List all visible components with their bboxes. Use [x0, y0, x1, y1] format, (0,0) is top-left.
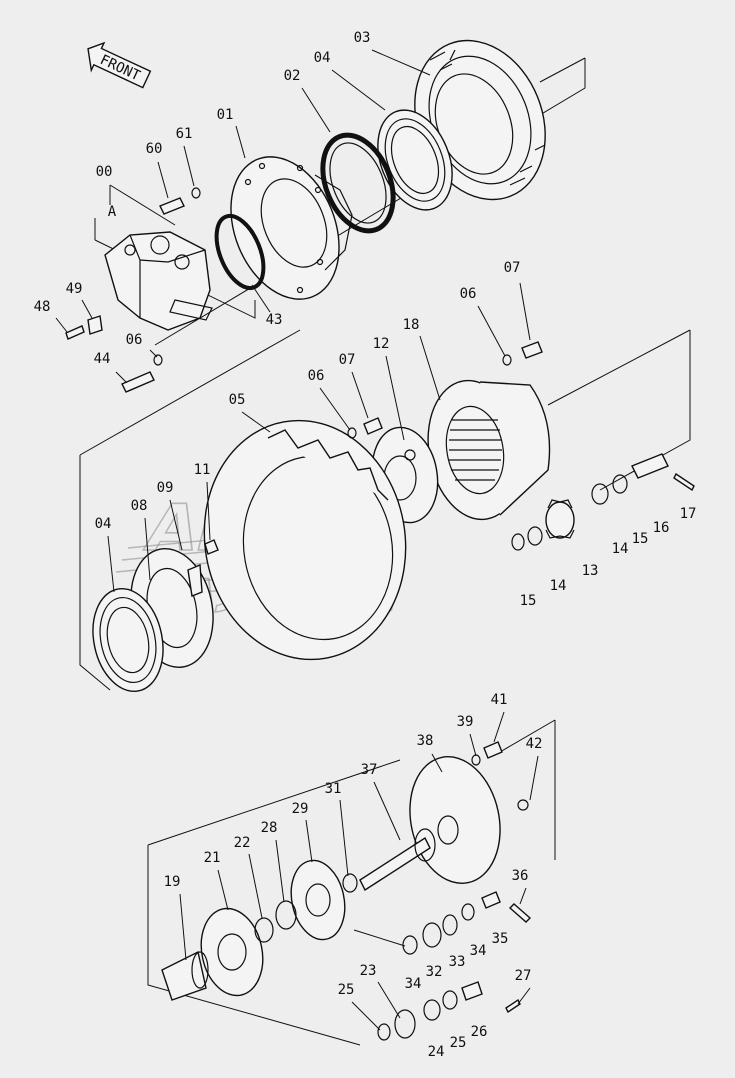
front-arrow: FRONT [87, 41, 152, 89]
label-part-16: 16 [653, 520, 670, 536]
part-01-hub [230, 156, 353, 300]
part-04-bearing-upper [377, 109, 453, 211]
label-part-39: 39 [457, 714, 474, 730]
label-part-25a: 25 [338, 982, 355, 998]
label-part-29: 29 [292, 801, 309, 817]
label-part-43: 43 [266, 312, 283, 328]
label-part-25b: 25 [450, 1035, 467, 1051]
part-21-carrier [200, 907, 264, 997]
label-part-34a: 34 [470, 943, 487, 959]
label-part-18: 18 [403, 317, 420, 333]
label-part-05: 05 [229, 392, 246, 408]
part-number-labels: 03 04 02 01 61 60 00A 49 48 43 06 44 07 06 18 12 07 06 05 1… [34, 30, 697, 1060]
part-18-spindle [427, 379, 551, 521]
small-parts-group-2 [107, 282, 695, 593]
label-part-15b: 15 [520, 593, 537, 609]
label-part-15a: 15 [632, 531, 649, 547]
label-part-06a: 06 [126, 332, 143, 348]
label-part-03: 03 [354, 30, 371, 46]
label-part-13: 13 [582, 563, 599, 579]
label-part-34b: 34 [405, 976, 422, 992]
label-part-09: 09 [157, 480, 174, 496]
label-part-21: 21 [204, 850, 221, 866]
label-part-60: 60 [146, 141, 163, 157]
label-part-07b: 07 [339, 352, 356, 368]
label-part-02: 02 [284, 68, 301, 84]
part-05-ring-gear [203, 419, 407, 661]
label-part-07a: 07 [504, 260, 521, 276]
part-29-carrier [290, 859, 346, 941]
label-part-33: 33 [449, 954, 466, 970]
label-part-06c: 06 [308, 368, 325, 384]
label-part-44: 44 [94, 351, 111, 367]
label-part-14b: 14 [550, 578, 567, 594]
label-part-48: 48 [34, 299, 51, 315]
label-part-17: 17 [680, 506, 697, 522]
label-part-28: 28 [261, 820, 278, 836]
label-part-32: 32 [426, 964, 443, 980]
part-13-planet-gear [545, 499, 575, 539]
label-part-08: 08 [131, 498, 148, 514]
part-37-sun-shaft [359, 828, 436, 892]
label-part-26: 26 [471, 1024, 488, 1040]
label-part-11: 11 [194, 462, 211, 478]
label-part-04a: 04 [314, 50, 331, 66]
label-part-12: 12 [373, 336, 390, 352]
label-part-61: 61 [176, 126, 193, 142]
label-part-23: 23 [360, 963, 377, 979]
label-part-37: 37 [361, 762, 378, 778]
label-part-35: 35 [492, 931, 509, 947]
label-part-24: 24 [428, 1044, 445, 1060]
part-04-bearing-lower [92, 587, 164, 693]
label-part-31: 31 [325, 781, 342, 797]
label-part-49: 49 [66, 281, 83, 297]
label-part-41: 41 [491, 692, 508, 708]
part-43-o-ring [214, 213, 266, 291]
small-parts-group-1 [55, 49, 431, 393]
label-part-27: 27 [515, 968, 532, 984]
part-38-cover-plate [409, 756, 501, 884]
label-part-38: 38 [417, 733, 434, 749]
label-part-14a: 14 [612, 541, 629, 557]
part-02-floating-seal [320, 132, 396, 234]
label-part-00: 00 [96, 164, 113, 180]
label-part-01: 01 [217, 107, 234, 123]
label-part-22: 22 [234, 835, 251, 851]
label-part-A: A [108, 204, 117, 220]
label-part-06b: 06 [460, 286, 477, 302]
label-part-04b: 04 [95, 516, 112, 532]
part-00-motor-assembly [104, 231, 213, 331]
small-parts-group-3 [179, 711, 539, 1041]
label-part-19: 19 [164, 874, 181, 890]
part-19-sun-gear [161, 950, 209, 1001]
label-part-42: 42 [526, 736, 543, 752]
label-part-36: 36 [512, 868, 529, 884]
